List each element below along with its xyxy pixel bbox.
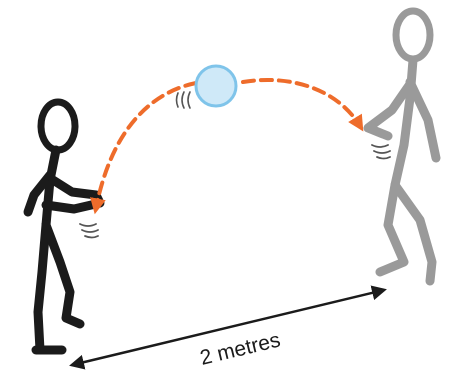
left-person-left-leg: [38, 225, 46, 350]
distance-label: 2 metres: [198, 328, 283, 369]
right-person-head: [396, 11, 430, 59]
trajectory-arrow-to-left-person: [96, 83, 196, 208]
left-person-right-leg: [46, 225, 80, 324]
ball-motion-lines-icon: [177, 92, 191, 108]
trajectory-arrow-to-right-person: [243, 80, 360, 126]
left-person-front-arm: [46, 180, 100, 209]
ball-icon: [196, 66, 236, 106]
left-hand-motion-lines-icon: [80, 224, 98, 238]
right-person-back-arm: [410, 82, 436, 158]
right-hand-motion-lines-icon: [372, 145, 390, 159]
left-person-head: [41, 102, 75, 150]
left-person-body: [46, 150, 56, 225]
